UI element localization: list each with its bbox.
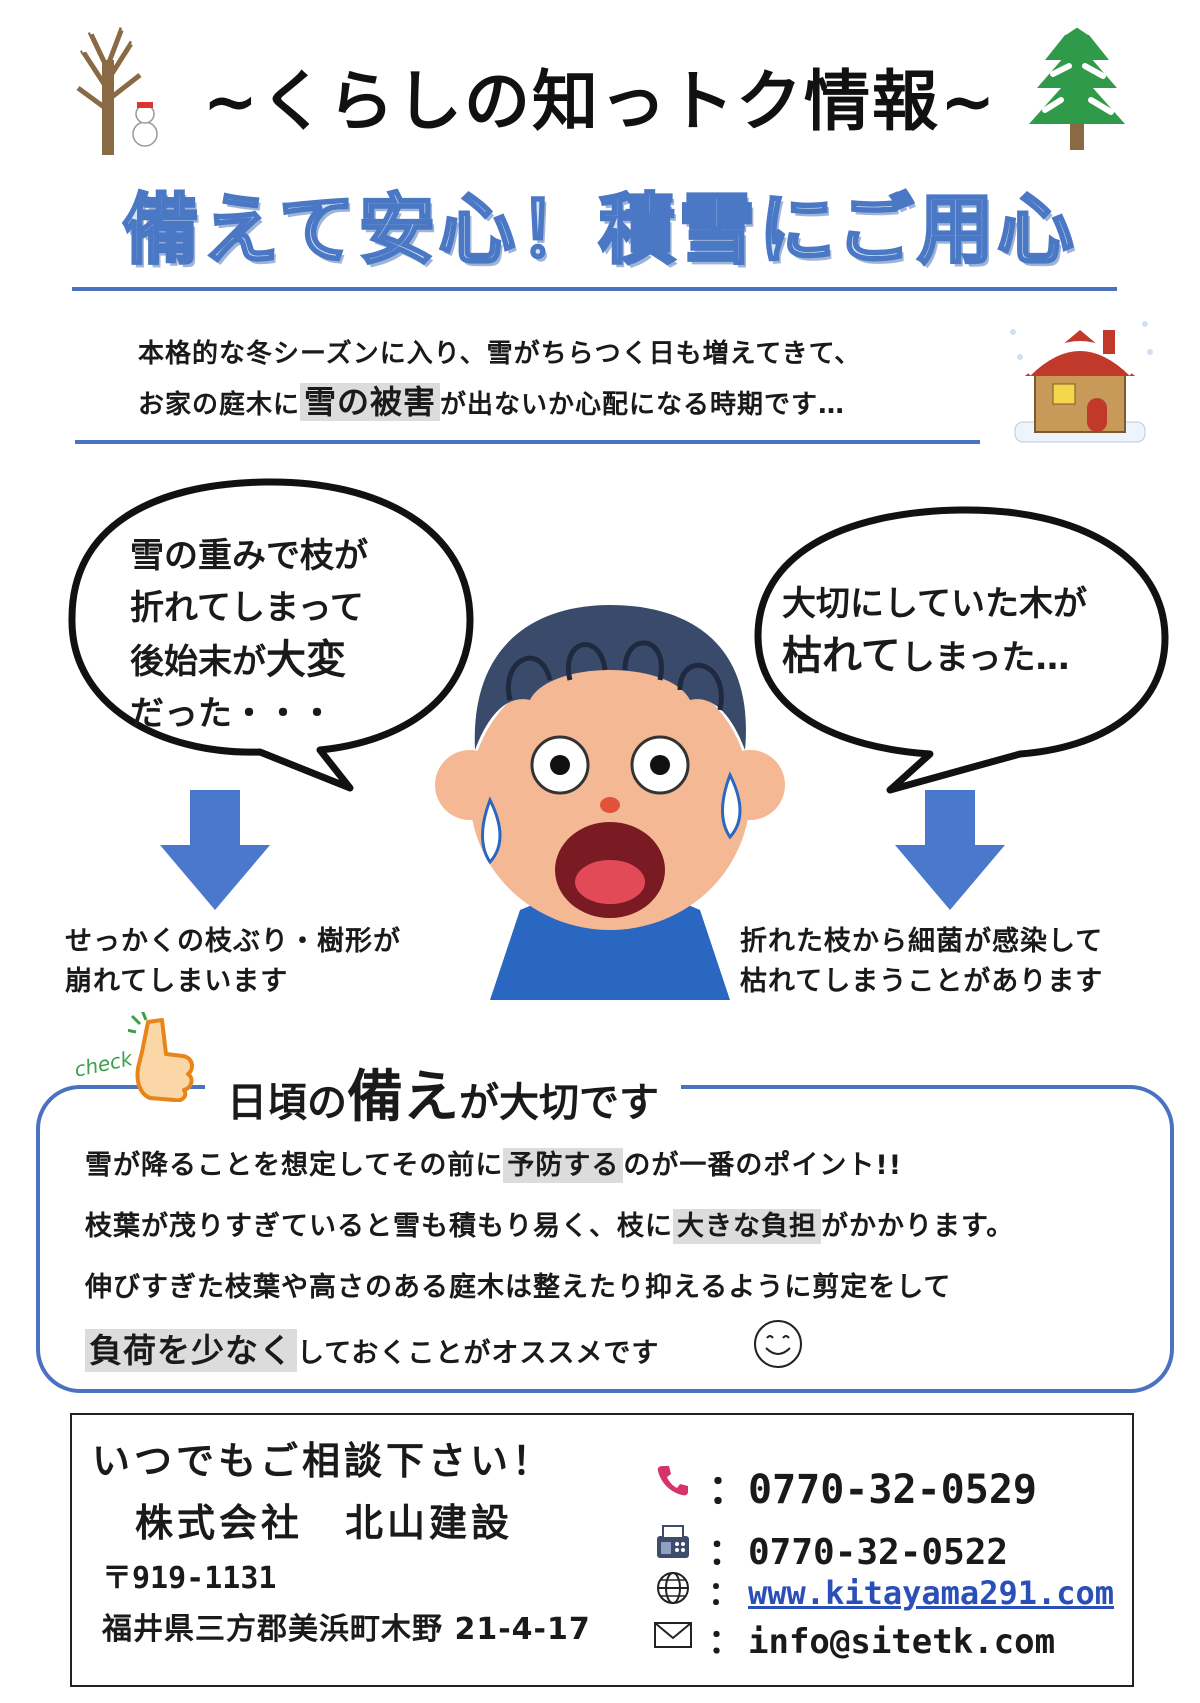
bubble-left-text: 雪の重みで枝が 折れてしまって 後始末が大変 だった・・・: [130, 536, 368, 734]
email-row: ：info@sitetk.com: [708, 1622, 1056, 1662]
headline: 備えて安心！積雪にご用心: [121, 184, 1078, 276]
tip-line-4: 負荷を少なくしておくことがオススメです: [85, 1324, 659, 1372]
website-row: ：www.kitayama291.com: [708, 1574, 1115, 1612]
arrow-down-left-icon: [160, 790, 270, 910]
tip-line-1: 雪が降ることを想定してその前に予防するのが一番のポイント!!: [85, 1148, 903, 1183]
check-label: check: [72, 1046, 135, 1082]
address: 福井県三方郡美浜町木野 21-4-17: [102, 1612, 591, 1647]
intro-text: 本格的な冬シーズンに入り、雪がちらつく日も増えてきて、 お家の庭木に雪の被害が出…: [138, 330, 1018, 429]
intro-line-1: 本格的な冬シーズンに入り、雪がちらつく日も増えてきて、: [138, 339, 862, 369]
fax-number[interactable]: 0770-32-0522: [748, 1532, 1009, 1573]
phone-icon: [657, 1466, 688, 1496]
company-name: 株式会社 北山建設: [135, 1501, 514, 1545]
consequence-right: 折れた枝から細菌が感染して 枯れてしまうことがあります: [740, 926, 1104, 997]
bubble-right-text: 大切にしていた木が 枯れてしまった…: [782, 584, 1087, 679]
pointing-hand-icon: [128, 1012, 194, 1102]
tips-title: 日頃の備えが大切です: [205, 1052, 681, 1133]
globe-icon: [657, 1572, 689, 1604]
divider-top: [72, 287, 1117, 291]
snowy-house-icon: [1010, 321, 1153, 443]
worried-boy-icon: [435, 605, 785, 1000]
intro-highlight: 雪の被害: [300, 383, 441, 421]
speech-bubble-right: [754, 506, 1169, 794]
postal-code: 〒919-1131: [102, 1561, 277, 1596]
divider-bottom: [75, 440, 980, 444]
bare-tree-icon: [76, 25, 142, 155]
consult-text: いつでもご相談下さい！: [92, 1439, 555, 1483]
mail-icon: [654, 1622, 692, 1648]
website-link[interactable]: www.kitayama291.com: [748, 1574, 1115, 1612]
email-address[interactable]: info@sitetk.com: [748, 1622, 1056, 1662]
tip-line-2: 枝葉が茂りすぎていると雪も積もり易く、枝に大きな負担がかかります。: [85, 1209, 1015, 1244]
fax-row: ：0770-32-0522: [708, 1532, 1009, 1573]
fax-icon: [657, 1525, 689, 1558]
contact-box: [70, 1413, 1134, 1687]
phone-row: ：0770-32-0529: [708, 1467, 1037, 1513]
smiley-icon: [754, 1320, 802, 1368]
tip-line-3: 伸びすぎた枝葉や高さのある庭木は整えたり抑えるように剪定をして: [85, 1272, 952, 1303]
snowman-icon: [132, 102, 158, 147]
page-title: ~くらしの知っトク情報~: [202, 63, 998, 140]
consequence-left: せっかくの枝ぶり・樹形が 崩れてしまいます: [65, 926, 401, 997]
phone-number[interactable]: 0770-32-0529: [748, 1467, 1037, 1513]
intro-line-2: お家の庭木に雪の被害が出ないか心配になる時期です…: [138, 383, 846, 421]
speech-bubble-left: [68, 478, 474, 792]
arrow-down-right-icon: [895, 790, 1005, 910]
pine-tree-icon: [1029, 20, 1125, 150]
